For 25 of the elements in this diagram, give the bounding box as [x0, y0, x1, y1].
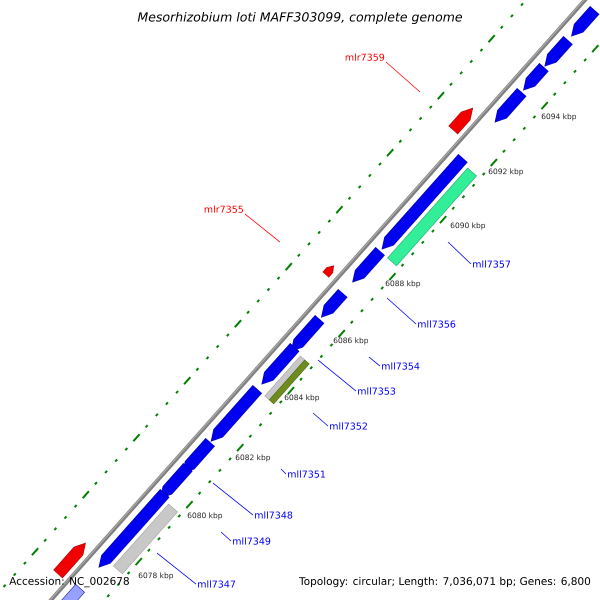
gene-label: mll7348	[255, 511, 292, 519]
leader-line	[156, 552, 196, 584]
leader-line	[312, 412, 328, 426]
gene-label: mll7353	[358, 387, 396, 395]
gene-label: mll7349	[233, 537, 270, 545]
gene-label: mll7351	[288, 470, 326, 478]
leader-line	[318, 360, 356, 392]
gene-label: mll7354	[382, 362, 420, 370]
gene-label: mll7347	[198, 580, 236, 588]
footer-text: Accession: NC_002678	[9, 576, 129, 588]
leader-line	[244, 214, 280, 242]
gene-label: mll7356	[418, 320, 456, 328]
gene-label: mll7357	[473, 260, 510, 268]
gene-label: mlr7359	[346, 53, 384, 61]
leader-line	[220, 532, 232, 542]
footer-text: Topology: circular; Length: 7,036,071 bp; Genes: 6,800	[299, 576, 590, 588]
leader-line	[386, 62, 420, 92]
gene-label: mlr7355	[204, 205, 243, 213]
leader-line	[448, 242, 472, 264]
leader-line	[280, 468, 286, 474]
gene-label: mll7352	[330, 422, 367, 430]
leader-line	[386, 298, 416, 324]
leader-line	[212, 482, 254, 516]
title: Mesorhizobium loti MAFF303099, complete genome	[138, 12, 462, 24]
leader-line	[368, 356, 380, 366]
